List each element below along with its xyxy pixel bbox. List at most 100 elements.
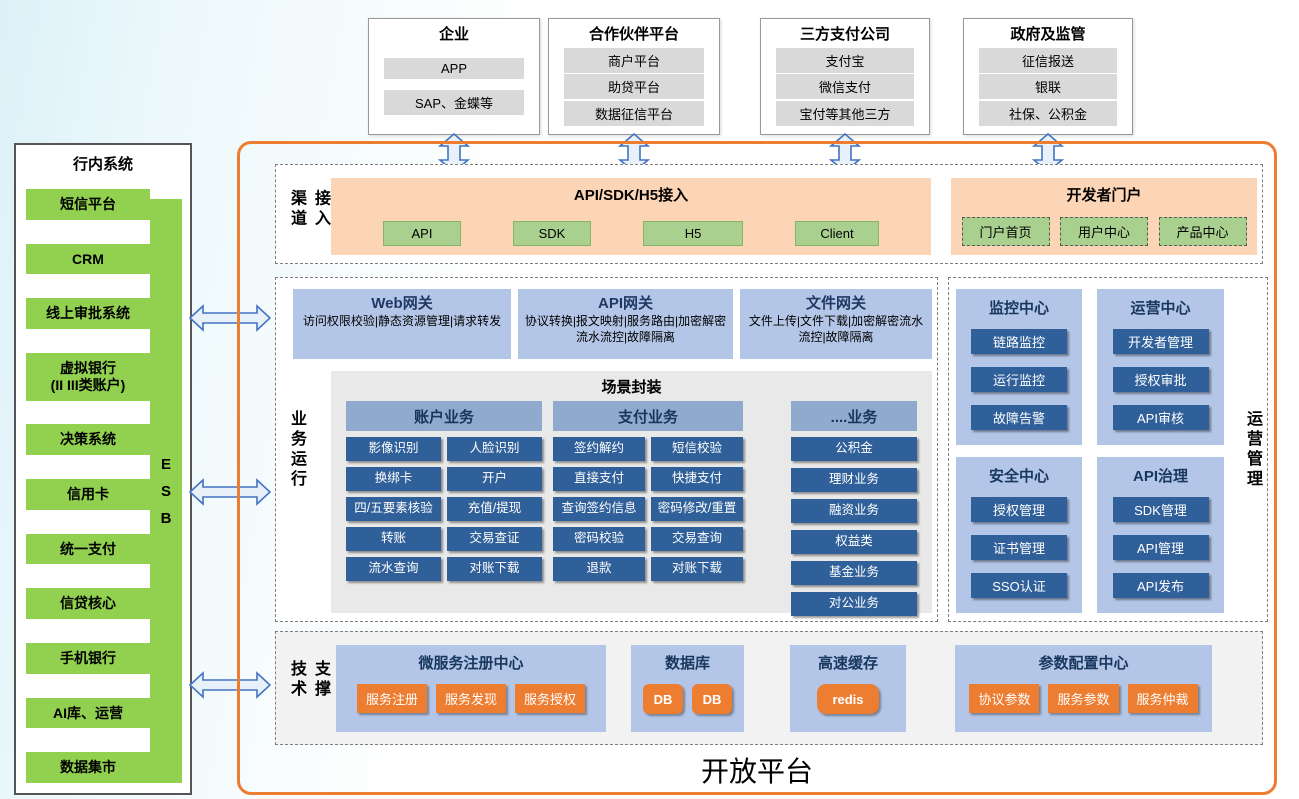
internal-system-item: 数据集市 (26, 752, 150, 783)
cache-panel: 高速缓存 redis (790, 645, 906, 732)
param-config-panel: 参数配置中心 协议参数 服务参数 服务仲裁 (955, 645, 1212, 732)
database-panel: 数据库 DB DB (631, 645, 744, 732)
microservice-registry-panel: 微服务注册中心 服务注册 服务发现 服务授权 (336, 645, 606, 732)
db-chip: DB (643, 684, 683, 714)
channel-access-label: 渠道接入 (288, 189, 329, 230)
access-buttons: API SDK H5 Client (331, 221, 931, 246)
tech-item: 服务参数 (1048, 684, 1119, 713)
service-item: 融资业务 (791, 499, 917, 523)
service-item: 查询签约信息 (553, 497, 645, 521)
ops-management-label: 运营管理 (1244, 409, 1261, 490)
gateway-title: API网关 (597, 295, 653, 312)
external-item: 数据征信平台 (564, 100, 704, 126)
web-gateway: Web网关 访问权限校验|静态资源管理|请求转发 (293, 289, 511, 359)
service-item: 直接支付 (553, 467, 645, 491)
tech-panel-title: 高速缓存 (817, 655, 878, 672)
service-item: 换绑卡 (346, 467, 441, 491)
center-item: SSO认证 (971, 573, 1067, 598)
internal-system-item: 虚拟银行 (II III类账户) (26, 352, 150, 401)
external-item: 社保、公积金 (979, 100, 1117, 126)
api-sdk-h5-access-box: API/SDK/H5接入 API SDK H5 Client (331, 178, 931, 255)
service-item: 交易查证 (447, 527, 542, 551)
group-items: 公积金 理财业务 融资业务 权益类 基金业务 对公业务 (791, 437, 917, 616)
external-item: 宝付等其他三方 (776, 100, 914, 126)
service-item: 转账 (346, 527, 441, 551)
center-item: 开发者管理 (1112, 329, 1209, 354)
scenario-title: 场景封装 (601, 379, 662, 396)
tech-panel-items: redis (790, 684, 906, 714)
developer-portal-title: 开发者门户 (1066, 187, 1142, 204)
gateway-title: 文件网关 (805, 295, 866, 312)
external-box-title: 三方支付公司 (799, 26, 890, 43)
monitoring-center-panel: 监控中心 链路监控 运行监控 故障告警 (956, 289, 1082, 445)
external-item: SAP、金蝶等 (384, 90, 524, 116)
service-item: 理财业务 (791, 468, 917, 492)
api-chip: API (383, 221, 461, 246)
external-box-title: 企业 (438, 26, 469, 43)
center-item: API审核 (1112, 405, 1209, 430)
center-item: 证书管理 (971, 535, 1067, 560)
service-item: 密码校验 (553, 527, 645, 551)
external-box-government: 政府及监管 征信报送 银联 社保、公积金 (963, 18, 1133, 135)
service-item: 退款 (553, 557, 645, 581)
external-items: 征信报送 银联 社保、公积金 (964, 44, 1132, 134)
external-item: 银联 (979, 74, 1117, 99)
gateway-title: Web网关 (371, 295, 433, 312)
tech-panel-items: 服务注册 服务发现 服务授权 (336, 684, 606, 713)
tech-panel-title: 参数配置中心 (1038, 655, 1129, 672)
h5-chip: H5 (643, 221, 743, 246)
group-items: 签约解约 短信校验 直接支付 快捷支付 查询签约信息 密码修改/重置 密码校验 … (553, 437, 743, 581)
gateway-desc: 访问权限校验|静态资源管理|请求转发 (302, 314, 502, 328)
operation-center-panel: 运营中心 开发者管理 授权审批 API审核 (1097, 289, 1224, 445)
internal-systems-title: 行内系统 (72, 156, 133, 173)
tech-panel-items: 协议参数 服务参数 服务仲裁 (955, 684, 1212, 713)
group-header: 支付业务 (553, 401, 743, 431)
group-items: 影像识别 人脸识别 换绑卡 开户 四/五要素核验 充值/提现 转账 交易查证 流… (346, 437, 542, 581)
business-run-section: 业务运行 Web网关 访问权限校验|静态资源管理|请求转发 API网关 协议转换… (275, 277, 938, 622)
client-chip: Client (795, 221, 879, 246)
center-title: 监控中心 (988, 300, 1049, 317)
channel-access-section: 渠道接入 API/SDK/H5接入 API SDK H5 Client 开发者门… (275, 164, 1263, 264)
external-items: 支付宝 微信支付 宝付等其他三方 (761, 44, 929, 134)
external-box-title: 政府及监管 (1010, 26, 1086, 43)
center-item: 授权审批 (1112, 367, 1209, 392)
esb-label: ESB (157, 455, 175, 537)
service-item: 影像识别 (346, 437, 441, 461)
tech-item: 服务授权 (515, 684, 586, 713)
api-governance-panel: API治理 SDK管理 API管理 API发布 (1097, 457, 1224, 613)
external-box-partner-platform: 合作伙伴平台 商户平台 助贷平台 数据征信平台 (548, 18, 720, 135)
sdk-chip: SDK (513, 221, 591, 246)
service-item: 流水查询 (346, 557, 441, 581)
service-item: 密码修改/重置 (651, 497, 743, 521)
portal-home-chip: 门户首页 (961, 217, 1050, 246)
service-item: 对账下载 (651, 557, 743, 581)
center-title: 安全中心 (988, 468, 1049, 485)
service-item: 公积金 (791, 437, 917, 461)
center-item: SDK管理 (1112, 497, 1209, 522)
internal-systems-list: 短信平台 CRM 线上审批系统 虚拟银行 (II III类账户) 决策系统 信用… (26, 189, 150, 783)
tech-item: 服务发现 (435, 684, 506, 713)
gateway-desc: 协议转换|报文映射|服务路由|加密解密流水流控|故障隔离 (524, 314, 727, 344)
center-item: API发布 (1112, 573, 1209, 598)
external-item: APP (384, 57, 524, 79)
group-header: 账户业务 (346, 401, 542, 431)
tech-panel-title: 微服务注册中心 (418, 655, 524, 672)
tech-item: 协议参数 (969, 684, 1040, 713)
service-item: 对公业务 (791, 592, 917, 616)
service-item: 充值/提现 (447, 497, 542, 521)
service-item: 基金业务 (791, 561, 917, 585)
center-items: 授权管理 证书管理 SSO认证 (956, 497, 1082, 598)
tech-panel-items: DB DB (631, 684, 744, 714)
external-item: 助贷平台 (564, 74, 704, 99)
internal-system-item: 决策系统 (26, 424, 150, 456)
service-item: 权益类 (791, 530, 917, 554)
external-box-third-party-payment: 三方支付公司 支付宝 微信支付 宝付等其他三方 (760, 18, 930, 135)
account-business-group: 账户业务 影像识别 人脸识别 换绑卡 开户 四/五要素核验 充值/提现 转账 交… (346, 401, 542, 581)
service-item: 快捷支付 (651, 467, 743, 491)
file-gateway: 文件网关 文件上传|文件下载|加密解密流水流控|故障隔离 (740, 289, 932, 359)
internal-system-item: 信用卡 (26, 479, 150, 510)
external-item: 商户平台 (564, 47, 704, 73)
security-center-panel: 安全中心 授权管理 证书管理 SSO认证 (956, 457, 1082, 613)
external-box-enterprise: 企业 APP SAP、金蝶等 (368, 18, 540, 135)
